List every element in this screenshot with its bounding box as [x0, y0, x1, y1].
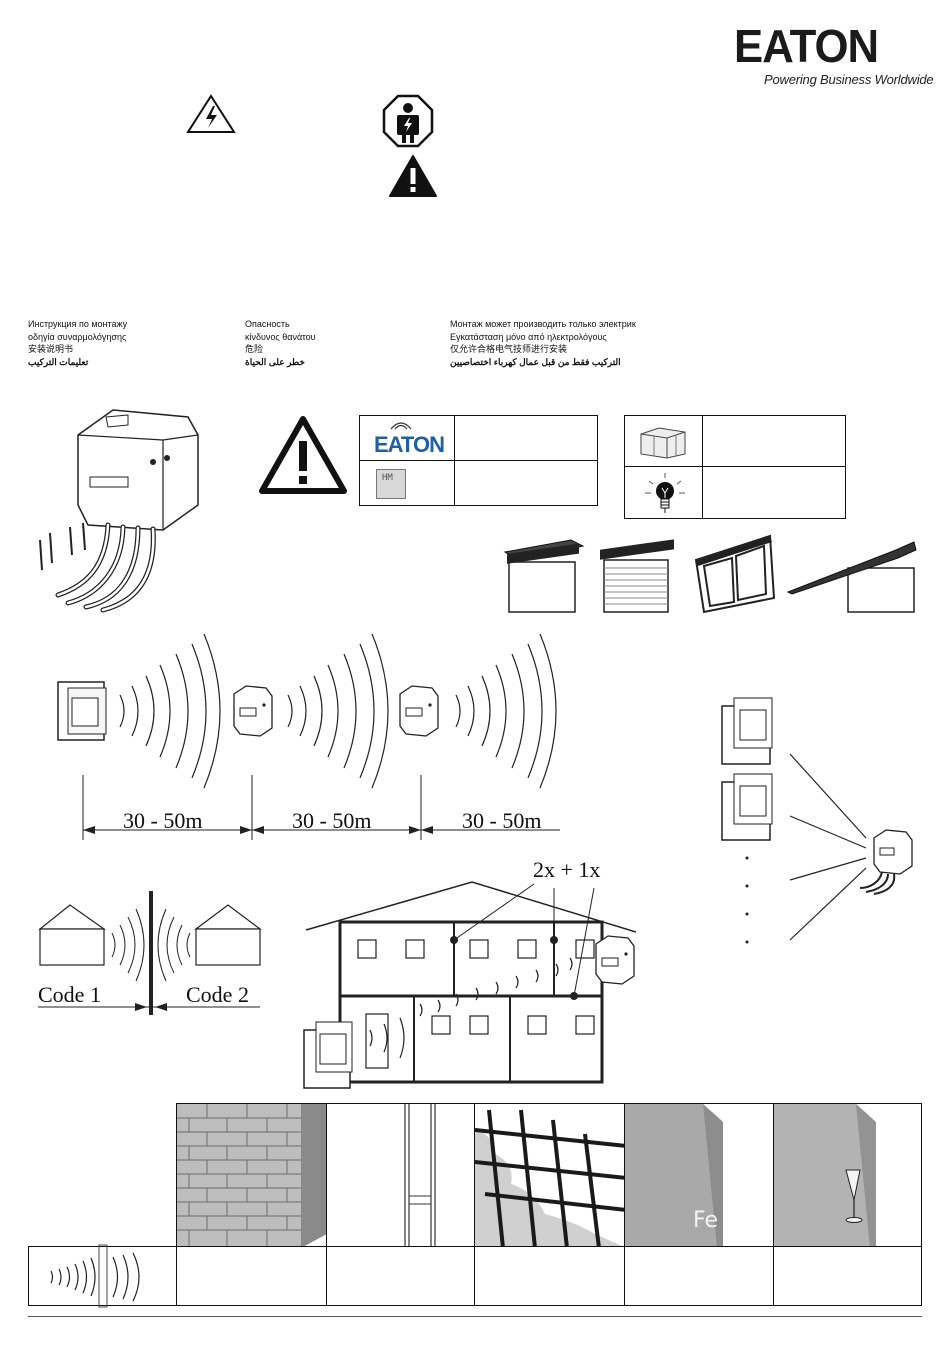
material-wood-cell: [326, 1103, 475, 1247]
wall-switch-icon: [57, 681, 107, 741]
material-concrete-cell: [474, 1103, 625, 1247]
range-diagram: [57, 633, 560, 840]
material-glass-cell: [773, 1103, 922, 1247]
package-icon: [640, 427, 686, 459]
brick-wall-icon: [177, 1104, 326, 1246]
wood-panel-icon: [404, 1104, 436, 1246]
code-label-1: Code 1: [38, 982, 101, 1007]
material-metal-cell: Fe: [624, 1103, 774, 1247]
signal-cell: [28, 1244, 177, 1308]
wall-switch-icon: [721, 697, 773, 765]
radio-waves-icon: [390, 422, 412, 430]
electrician-only-text: Монтаж может производить только электрик…: [450, 319, 636, 367]
actuator-icon-1: [233, 685, 273, 737]
signal-concrete-cell: [474, 1246, 625, 1306]
code-label-2: Code 2: [186, 982, 249, 1007]
awning-icon: [786, 541, 917, 613]
distance-label-1: 30 - 50m: [123, 808, 203, 833]
multiplier-label: 2x + 1x: [533, 857, 601, 882]
electrician-icon: [382, 94, 434, 148]
wall-switch-icon: [721, 773, 773, 841]
caution-icon: [259, 416, 347, 494]
compat-hm-desc: [454, 460, 598, 506]
signal-brick-cell: [176, 1246, 327, 1306]
light-bulb-icon: [645, 473, 685, 513]
house-section-diagram: [303, 881, 637, 1089]
logo-wordmark: EATON: [734, 20, 879, 72]
window-icon: [694, 534, 776, 614]
distance-label-3: 30 - 50m: [462, 808, 542, 833]
fe-label: Fe: [693, 1208, 718, 1233]
eaton-small-logo: EATON: [374, 432, 445, 457]
glass-icon: [774, 1104, 876, 1246]
signal-glass-cell: [773, 1246, 922, 1306]
compat-hm-cell: HM: [359, 460, 455, 506]
metal-sheet-icon: [625, 1104, 723, 1246]
danger-text: Опасность κίνδυνος θανάτου 危险 خطر على ال…: [245, 319, 316, 367]
material-brick-cell: [176, 1103, 327, 1247]
package-cell: [624, 415, 703, 467]
logo-tagline: Powering Business Worldwide: [764, 72, 934, 87]
light-cell: [624, 466, 703, 519]
code-diagram: [38, 891, 262, 1015]
compat-eaton-desc: [454, 415, 598, 461]
roller-blind-icon: [503, 539, 585, 613]
actuator-icon-3: [859, 829, 913, 895]
distance-label-2: 30 - 50m: [292, 808, 372, 833]
multi-switch-diagram: [721, 697, 913, 944]
footer-rule: [28, 1316, 922, 1317]
light-desc: [702, 466, 846, 519]
house-icon-2: [194, 904, 262, 966]
actuator-device-image: [39, 409, 199, 613]
house-icon-1: [38, 904, 106, 966]
actuator-icon-4: [595, 935, 635, 985]
high-voltage-icon: [186, 94, 236, 133]
signal-through-wall-icon: [50, 1244, 140, 1308]
roller-shutter-icon: [600, 539, 674, 613]
signal-metal-cell: [624, 1246, 774, 1306]
signal-wood-cell: [326, 1246, 475, 1306]
reinforced-concrete-icon: [475, 1109, 624, 1246]
wall-switch-icon: [303, 1021, 353, 1089]
package-desc: [702, 415, 846, 467]
install-instructions-text: Инструкция по монтажу οδηγία συναρμολόγη…: [28, 319, 128, 367]
hm-device-icon: HM: [376, 469, 406, 499]
actuator-icon-2: [399, 685, 439, 737]
warning-icon: [389, 155, 437, 197]
compat-eaton-cell: EATON: [359, 415, 455, 461]
